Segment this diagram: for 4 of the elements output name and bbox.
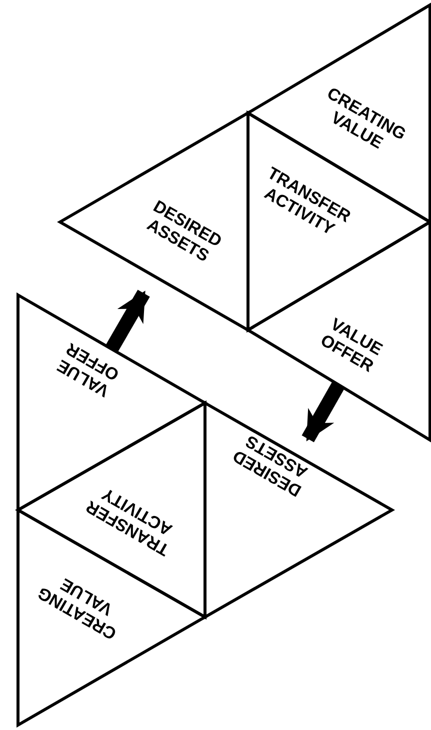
arrow: [302, 381, 345, 442]
arrow: [105, 290, 150, 352]
triangle-segment: [205, 403, 392, 617]
triangle-segment: [60, 113, 248, 330]
